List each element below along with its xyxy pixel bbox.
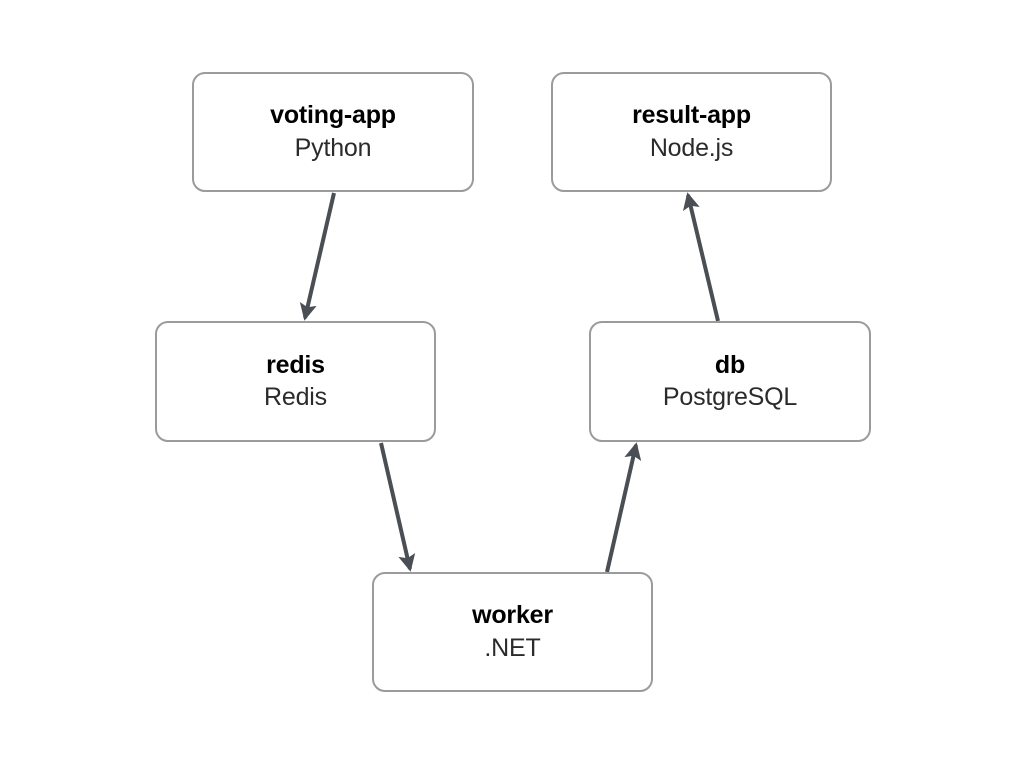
node-subtitle: .NET — [484, 633, 541, 662]
node-result-app[interactable]: result-app Node.js — [551, 72, 832, 192]
node-title: worker — [472, 601, 553, 630]
node-subtitle: Python — [294, 133, 372, 162]
node-subtitle: Redis — [264, 383, 327, 412]
node-worker[interactable]: worker .NET — [372, 572, 653, 692]
node-title: db — [714, 350, 746, 379]
node-subtitle: PostgreSQL — [662, 383, 798, 412]
node-subtitle: Node.js — [649, 133, 734, 162]
edge-db-to-result-app — [682, 192, 720, 322]
node-db[interactable]: db PostgreSQL — [589, 321, 871, 442]
node-title: voting-app — [270, 101, 396, 130]
node-title: result-app — [632, 101, 751, 130]
edge-worker-to-db — [605, 442, 642, 573]
node-voting-app[interactable]: voting-app Python — [192, 72, 474, 192]
node-title: redis — [266, 350, 325, 379]
edge-voting-app-to-redis — [299, 192, 336, 321]
edge-redis-to-worker — [379, 442, 416, 572]
node-redis[interactable]: redis Redis — [155, 321, 436, 442]
